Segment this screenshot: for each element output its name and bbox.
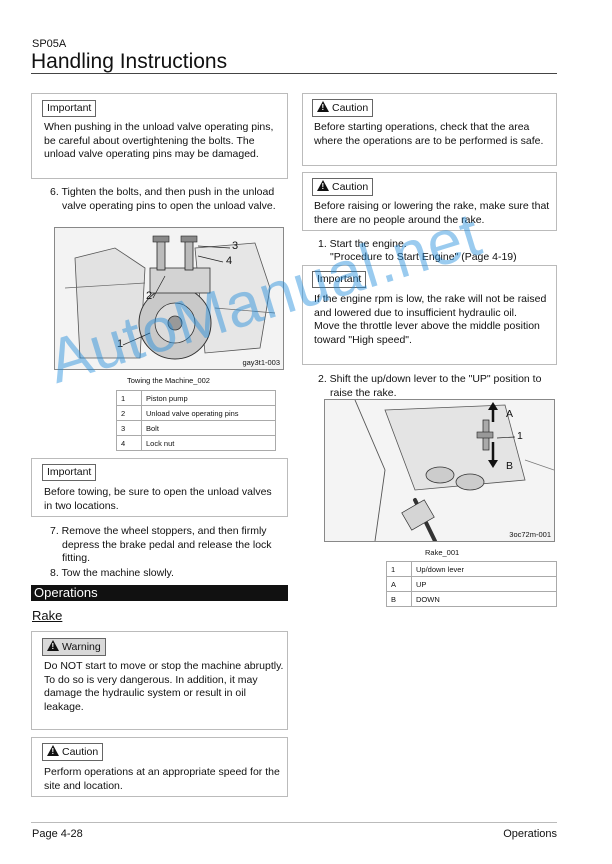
step-7: 7. Remove the wheel stoppers, and then f…: [50, 525, 272, 564]
legend-num: 3: [116, 420, 142, 436]
callout-3: 3: [232, 240, 239, 252]
figure-towing: 1 2 3 4 gay3t1-003: [54, 227, 284, 370]
warning-icon: [47, 640, 59, 651]
callout-1: 1: [117, 338, 124, 350]
warning-text: Do NOT start to move or stop the machine…: [44, 660, 284, 713]
important-box-3: Important If the engine rpm is low, the …: [302, 265, 557, 365]
legend-num: B: [386, 591, 412, 607]
legend-num: 1: [386, 561, 412, 577]
caution-box-1: Caution Before starting operations, chec…: [302, 93, 557, 166]
legend-num: A: [386, 576, 412, 592]
important-tag: Important: [42, 464, 97, 481]
section-header: Operations: [31, 585, 288, 601]
figure-code: 3oc72m-001: [509, 530, 551, 539]
caution-label: Caution: [332, 181, 369, 193]
legend-label: Piston pump: [141, 390, 276, 406]
caution-tag: Caution: [42, 743, 104, 761]
footer-section: Operations: [503, 828, 557, 840]
piston-pump-illustration: [55, 228, 283, 369]
lever-illustration: [325, 400, 554, 541]
callout-1: 1: [517, 430, 523, 442]
legend-label: Unload valve operating pins: [141, 405, 276, 421]
warning-tag: Warning: [42, 638, 106, 656]
subsection-title: Rake: [32, 608, 63, 623]
legend-label: UP: [411, 576, 557, 592]
page-number: Page 4-28: [32, 828, 83, 840]
figure-caption: Towing the Machine_002: [127, 376, 210, 385]
footer-divider: [31, 822, 557, 823]
caution-tag: Caution: [312, 99, 374, 117]
caution-box-3: Caution Perform operations at an appropr…: [31, 737, 288, 797]
legend-num: 4: [116, 435, 142, 451]
important-box-2: Important Before towing, be sure to open…: [31, 458, 288, 517]
page-title: Handling Instructions: [31, 50, 228, 73]
legend-num: 2: [116, 405, 142, 421]
legend-label: Lock nut: [141, 435, 276, 451]
legend-num: 1: [116, 390, 142, 406]
legend-label: Up/down lever: [411, 561, 557, 577]
caution-tag: Caution: [312, 178, 374, 196]
callout-a: A: [506, 408, 514, 420]
step-6: 6. Tighten the bolts, and then push in t…: [50, 186, 276, 212]
important-tag: Important: [312, 271, 367, 288]
warning-label: Warning: [62, 641, 101, 653]
important-box-1: Important When pushing in the unload val…: [31, 93, 288, 179]
caution-label: Caution: [62, 746, 99, 758]
caution-label: Caution: [332, 102, 369, 114]
step-8: 8. Tow the machine slowly.: [50, 567, 174, 579]
caution-icon: [317, 101, 329, 112]
caution-text-2: Before raising or lowering the rake, mak…: [314, 200, 550, 226]
important-text-1: When pushing in the unload valve operati…: [44, 121, 274, 160]
figure-code: gay3t1-003: [242, 358, 280, 367]
important-text-2: Before towing, be sure to open the unloa…: [44, 486, 272, 512]
title-divider: [31, 73, 557, 74]
step-1-reference[interactable]: "Procedure to Start Engine" (Page 4-19): [330, 251, 517, 263]
step-1: 1. Start the engine.: [318, 238, 407, 250]
warning-box: Warning Do NOT start to move or stop the…: [31, 631, 288, 730]
figure-rake: A 1 B 3oc72m-001: [324, 399, 555, 542]
caution-box-2: Caution Before raising or lowering the r…: [302, 172, 557, 231]
callout-2: 2: [146, 290, 153, 302]
caution-text-3: Perform operations at an appropriate spe…: [44, 766, 280, 792]
legend-label: Bolt: [141, 420, 276, 436]
callout-4: 4: [226, 255, 233, 267]
figure-caption: Rake_001: [425, 548, 460, 557]
important-tag: Important: [42, 100, 97, 117]
callout-b: B: [506, 460, 514, 472]
model-code: SP05A: [32, 38, 67, 50]
caution-text-1: Before starting operations, check that t…: [314, 121, 544, 147]
caution-icon: [317, 180, 329, 191]
important-text-3: If the engine rpm is low, the rake will …: [314, 293, 547, 346]
legend-label: DOWN: [411, 591, 557, 607]
step-2: 2. Shift the up/down lever to the "UP" p…: [318, 373, 542, 399]
caution-icon: [47, 745, 59, 756]
